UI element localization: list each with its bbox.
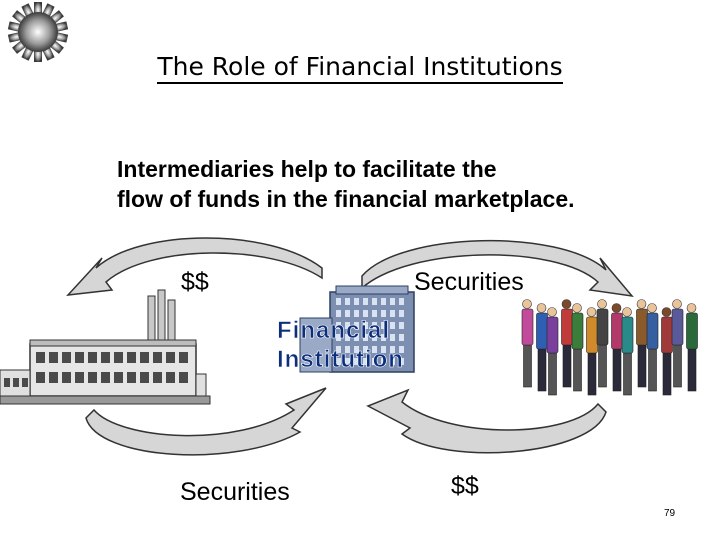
arrow-top-left <box>66 237 323 296</box>
label-bottom-money: $$ <box>451 472 479 500</box>
arrow-bottom-right <box>366 388 607 454</box>
subtitle: Intermediaries help to facilitate the fl… <box>117 154 575 214</box>
arrow-bottom-left <box>85 387 327 456</box>
gear-icon <box>7 2 69 62</box>
label-top-money: $$ <box>181 268 209 296</box>
institution-label: Financial Institution <box>277 316 404 374</box>
label-top-securities: Securities <box>414 268 524 296</box>
page-number: 79 <box>664 508 676 519</box>
people-group <box>521 299 698 396</box>
page-title: The Role of Financial Institutions <box>0 52 720 84</box>
factory-illustration <box>0 289 211 405</box>
institution-building <box>299 285 415 373</box>
subtitle-line-2: flow of funds in the financial marketpla… <box>117 186 575 212</box>
subtitle-line-1: Intermediaries help to facilitate the <box>117 156 497 182</box>
label-bottom-securities: Securities <box>180 478 290 506</box>
arrow-top-right <box>361 239 634 298</box>
institution-label-line-2: Institution <box>277 346 404 374</box>
institution-label-line-1: Financial <box>277 317 391 345</box>
